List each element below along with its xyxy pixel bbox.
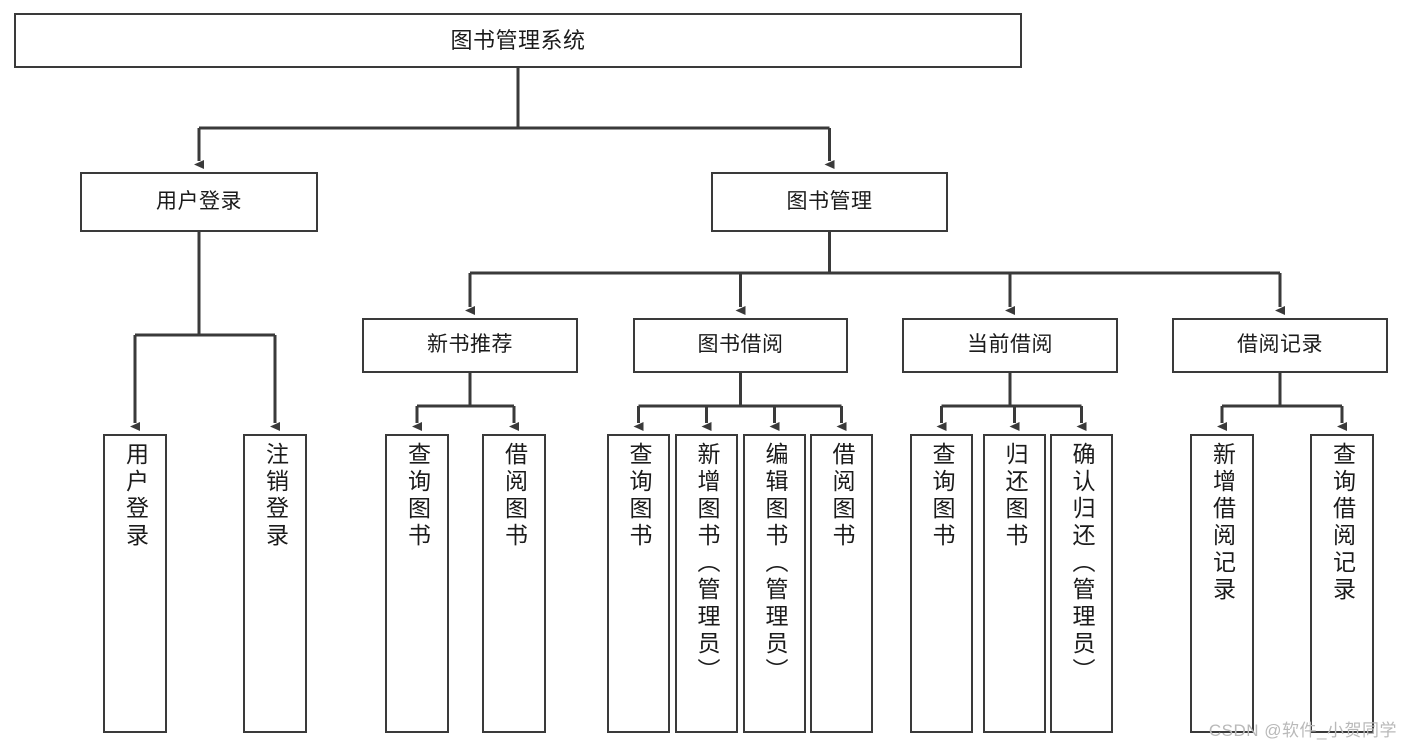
node-label-leaf-query-book-3: 查询图书 [929, 442, 955, 550]
node-leaf-query-book-1[interactable]: 查询图书 [385, 434, 449, 733]
node-borrow-record[interactable]: 借阅记录 [1172, 318, 1388, 373]
node-label-leaf-confirm-return: 确认归还（管理员） [1069, 442, 1095, 685]
node-label-current-borrow: 当前借阅 [967, 333, 1053, 357]
node-current-borrow[interactable]: 当前借阅 [902, 318, 1118, 373]
node-new-book-recommend[interactable]: 新书推荐 [362, 318, 578, 373]
node-label-leaf-borrow-book-2: 借阅图书 [829, 442, 855, 550]
edge-group [130, 68, 1347, 431]
node-label-leaf-user-login: 用户登录 [122, 442, 149, 550]
node-leaf-borrow-book-1[interactable]: 借阅图书 [482, 434, 546, 733]
node-label-leaf-add-record: 新增借阅记录 [1209, 442, 1236, 604]
node-label-leaf-return-book: 归还图书 [1002, 442, 1028, 550]
node-leaf-add-book[interactable]: 新增图书（管理员） [675, 434, 738, 733]
node-leaf-return-book[interactable]: 归还图书 [983, 434, 1046, 733]
node-label-leaf-query-book-1: 查询图书 [404, 442, 431, 550]
node-label-root: 图书管理系统 [450, 27, 586, 53]
node-leaf-borrow-book-2[interactable]: 借阅图书 [810, 434, 873, 733]
node-leaf-query-book-3[interactable]: 查询图书 [910, 434, 973, 733]
node-label-leaf-logout: 注销登录 [262, 442, 289, 550]
node-leaf-query-book-2[interactable]: 查询图书 [607, 434, 670, 733]
node-leaf-add-record[interactable]: 新增借阅记录 [1190, 434, 1254, 733]
node-leaf-edit-book[interactable]: 编辑图书（管理员） [743, 434, 806, 733]
node-label-leaf-add-book: 新增图书（管理员） [694, 442, 720, 685]
node-label-book-borrow: 图书借阅 [697, 333, 784, 357]
node-leaf-logout[interactable]: 注销登录 [243, 434, 307, 733]
node-user-login[interactable]: 用户登录 [80, 172, 318, 232]
node-label-leaf-query-record: 查询借阅记录 [1329, 442, 1356, 604]
node-label-leaf-query-book-2: 查询图书 [626, 442, 652, 550]
node-label-leaf-edit-book: 编辑图书（管理员） [762, 442, 788, 685]
node-label-book-manage: 图书管理 [786, 189, 873, 213]
node-root[interactable]: 图书管理系统 [14, 13, 1022, 68]
node-leaf-user-login[interactable]: 用户登录 [103, 434, 167, 733]
node-leaf-query-record[interactable]: 查询借阅记录 [1310, 434, 1374, 733]
node-book-borrow[interactable]: 图书借阅 [633, 318, 848, 373]
node-leaf-confirm-return[interactable]: 确认归还（管理员） [1050, 434, 1113, 733]
node-label-leaf-borrow-book-1: 借阅图书 [501, 442, 528, 550]
node-label-user-login: 用户登录 [156, 189, 242, 213]
node-label-new-book-recommend: 新书推荐 [427, 333, 513, 357]
node-label-borrow-record: 借阅记录 [1237, 333, 1323, 357]
node-book-manage[interactable]: 图书管理 [711, 172, 948, 232]
